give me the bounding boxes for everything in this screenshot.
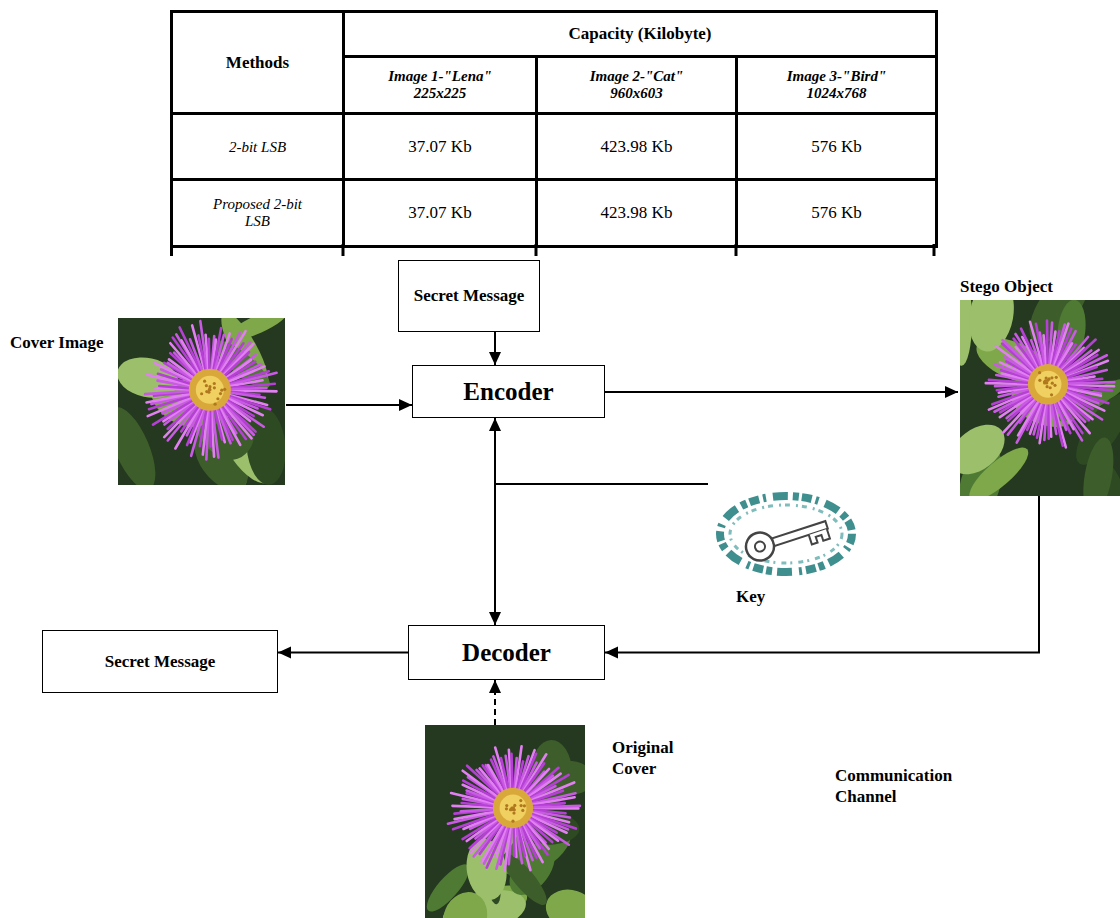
image-node: Cover Image <box>8 318 286 485</box>
box-label: Encoder <box>463 376 553 407</box>
arrow-head <box>399 399 412 411</box>
table-cell: 37.07 Kb <box>344 114 537 180</box>
box-label: Decoder <box>462 637 551 668</box>
connector-line <box>286 404 412 406</box>
capacity-table: Methods Capacity (Kilobyte) Image 1-"Lena"… <box>170 10 938 248</box>
table-cell-text: 2-bit LSB <box>229 139 286 156</box>
table-cell-text: 37.07 Kb <box>408 203 471 223</box>
connector-line <box>605 496 1039 653</box>
arrow-head <box>489 418 501 431</box>
arrow-head <box>489 680 501 693</box>
table-cell: 576 Kb <box>737 114 937 180</box>
connector-line <box>605 391 958 393</box>
connector <box>489 680 501 725</box>
image-label: Original Cover <box>612 737 712 780</box>
connector <box>605 496 1039 659</box>
arrow-head <box>278 647 291 659</box>
table-cell-text: 576 Kb <box>811 203 862 223</box>
table-cell-text: Image 1-"Lena" 225x225 <box>375 68 505 102</box>
process-box: Secret Message <box>42 630 278 693</box>
table-cell-text: 423.98 Kb <box>601 203 673 223</box>
process-box: Encoder <box>412 365 605 418</box>
table-cell: Proposed 2-bit LSB <box>172 180 344 247</box>
key-picture <box>708 486 860 581</box>
table-cell-text: Image 2-"Cat" 960x603 <box>572 68 702 102</box>
table-cell: 37.07 Kb <box>344 180 537 247</box>
table-cell: Image 1-"Lena" 225x225 <box>344 57 537 114</box>
table-cell: 576 Kb <box>737 180 937 247</box>
connector <box>489 484 708 625</box>
box-label: Secret Message <box>105 651 216 672</box>
table-cell: Capacity (Kilobyte) <box>344 12 937 57</box>
image-node: Key <box>708 478 863 610</box>
connector <box>286 399 412 411</box>
arrow-head <box>945 386 958 398</box>
flower-picture <box>118 318 285 485</box>
image-label: Stego Object <box>960 276 1053 297</box>
flower-picture <box>960 300 1120 496</box>
image-label: Key <box>736 586 765 607</box>
connector <box>278 647 408 659</box>
data-table: Methods Capacity (Kilobyte) Image 1-"Lena"… <box>170 10 938 248</box>
image-label: Cover Image <box>10 332 104 353</box>
box-label: Secret Message <box>414 285 525 306</box>
connector <box>489 332 501 365</box>
table-cell: 2-bit LSB <box>172 114 344 180</box>
table-cell: Methods <box>172 12 344 114</box>
arrow-head <box>489 352 501 365</box>
connector-line <box>278 652 408 654</box>
table-cell-text: 37.07 Kb <box>408 137 471 157</box>
table-cell-text: Image 3-"Bird" 1024x768 <box>772 68 902 102</box>
process-box: Decoder <box>408 625 605 680</box>
table-cell-text: Proposed 2-bit LSB <box>213 196 303 230</box>
edge-label: Communication Channel <box>833 764 972 809</box>
connector-line <box>495 484 708 625</box>
connector <box>489 418 708 484</box>
connector <box>605 386 958 398</box>
arrow-head <box>605 647 618 659</box>
flower-picture <box>425 725 585 918</box>
arrow-head <box>489 612 501 625</box>
process-box: Secret Message <box>398 260 540 332</box>
table-cell-text: 576 Kb <box>811 137 862 157</box>
table-cell: Image 3-"Bird" 1024x768 <box>737 57 937 114</box>
table-cell: Image 2-"Cat" 960x603 <box>537 57 737 114</box>
table-cell-text: Capacity (Kilobyte) <box>568 24 711 44</box>
table-cell-text: 423.98 Kb <box>601 137 673 157</box>
table-cell: 423.98 Kb <box>537 180 737 247</box>
image-node: Original Cover <box>425 725 715 918</box>
connector-line <box>495 418 708 484</box>
image-node: Stego Object <box>958 276 1120 496</box>
table-cell: 423.98 Kb <box>537 114 737 180</box>
table-cell-text: Methods <box>226 53 289 73</box>
